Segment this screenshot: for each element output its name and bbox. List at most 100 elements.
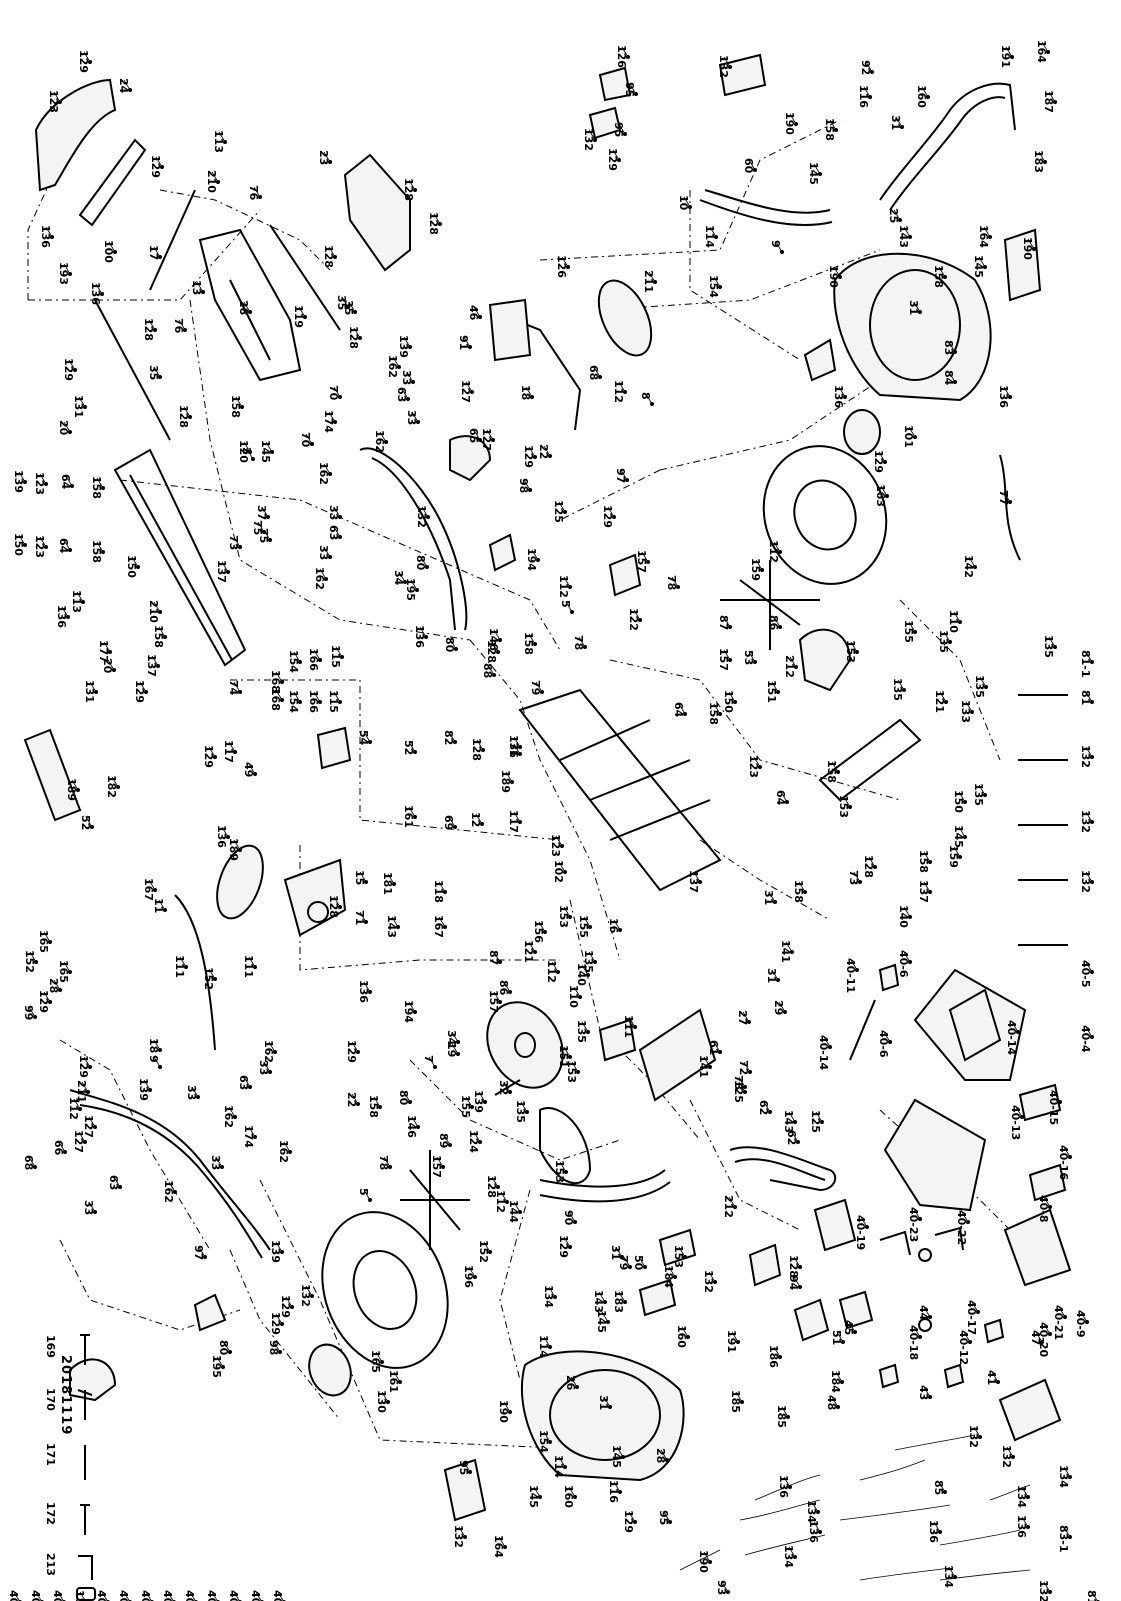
callout-145: 145 [527, 1485, 542, 1508]
part-40-14-a [918, 1248, 932, 1262]
callout-166: 166 [307, 648, 322, 671]
callout-136: 136 [777, 1475, 792, 1498]
callout-112: 112 [557, 575, 572, 598]
part-number-label: 31 [889, 115, 902, 130]
part-flywheel-86-inner [793, 479, 857, 551]
wire-43 [939, 1529, 1021, 1546]
callout-139: 139 [12, 470, 27, 493]
part-number-label: 189 [499, 770, 512, 793]
callout-dot [94, 690, 98, 694]
part-number-label: 33 [209, 1155, 222, 1170]
callout-143: 143 [782, 1110, 797, 1133]
callout-153: 153 [553, 1160, 568, 1183]
callout-dot [248, 1085, 252, 1089]
callout-dot [902, 688, 906, 692]
part-number-label: 31 [907, 300, 920, 315]
callout-146: 146 [405, 1115, 420, 1138]
part-number-label: 40-14 [817, 1035, 830, 1071]
callout-dot [533, 950, 537, 954]
callout-dot [790, 950, 794, 954]
part-number-label: 152 [477, 1240, 490, 1263]
part-number-label: 157 [635, 550, 648, 573]
callout-dot [928, 1315, 932, 1319]
callout-dot [364, 880, 368, 884]
callout-33: 33 [209, 1155, 224, 1170]
callout-dot [68, 430, 72, 434]
callout-51: 51 [830, 1330, 845, 1345]
callout-136: 136 [89, 282, 104, 305]
part-number-label: 125 [552, 500, 565, 523]
callout-81-1: 81-1 [1079, 650, 1094, 678]
callout-132: 132 [702, 1270, 717, 1293]
callout-dot [623, 1300, 627, 1304]
part-number-label: 190 [827, 265, 840, 288]
callout-126: 126 [615, 45, 630, 68]
callout-34: 34 [392, 570, 407, 586]
callout-dot [548, 1440, 552, 1444]
callout-40-17: 40-17 [965, 1300, 980, 1335]
callout-dot [796, 1140, 800, 1144]
part-number-label: 51 [830, 1330, 843, 1345]
callout-dot [593, 960, 597, 964]
part-number-label: 135 [582, 950, 595, 973]
part-number-label: 102 [552, 860, 565, 883]
callout-150: 150 [952, 790, 967, 813]
callout-dot [683, 712, 687, 716]
callout-dot [398, 1380, 402, 1384]
callout-134: 134 [1015, 1485, 1030, 1508]
callout-dot [778, 550, 782, 554]
part-number-label: 123 [33, 535, 46, 558]
callout-dot [518, 752, 522, 756]
callout-dot [1068, 1475, 1072, 1479]
part-number-label: 194 [525, 548, 538, 571]
callout-dot [603, 1300, 607, 1304]
part-number-label: 133 [959, 700, 972, 723]
part-number-label: 63 [395, 387, 408, 402]
part-number-label: 110 [567, 985, 580, 1008]
callout-dot [548, 1345, 552, 1349]
callout-40-6: 40-6 [877, 1030, 892, 1058]
part-bracket-94 [598, 1018, 637, 1062]
callout-27: 27 [736, 1010, 751, 1025]
callout-dot [818, 172, 822, 176]
part-number-label: 127 [480, 428, 493, 451]
callout-dot [433, 1065, 437, 1069]
callout-70: 70 [299, 432, 314, 448]
part-number-label: 47 [1029, 1330, 1042, 1345]
callout-40-8: 40-8 [1037, 1195, 1052, 1223]
callout-129: 129 [622, 1510, 637, 1533]
callout-dot [310, 442, 314, 446]
part-number-label: 155 [459, 1095, 472, 1118]
callout-33: 33 [327, 505, 342, 520]
part-number-label: 128 [862, 855, 875, 878]
callout-dot [478, 438, 482, 442]
part-number-label: 134 [782, 1545, 795, 1568]
callout-dot [938, 1530, 942, 1534]
part-number-label: 97 [614, 468, 627, 483]
callout-54: 54 [357, 730, 372, 746]
part-40-11 [813, 1198, 857, 1252]
callout-dot [740, 1400, 744, 1404]
part-number-label: 189 [65, 778, 78, 801]
callout-dot [953, 380, 957, 384]
callout-dot [48, 940, 52, 944]
callout-116: 116 [857, 85, 872, 108]
callout-112: 112 [767, 540, 782, 563]
callout-dot [794, 122, 798, 126]
callout-dot [153, 888, 157, 892]
callout-dot [634, 92, 638, 96]
part-number-label: 40-29 [161, 1590, 174, 1601]
callout-dot [943, 275, 947, 279]
part-number-label: 182 [105, 775, 118, 798]
callout-49: 49 [242, 762, 257, 777]
callout-162: 162 [386, 355, 401, 378]
callout-dot [425, 565, 429, 569]
part-cover-82 [798, 628, 852, 692]
wire-51 [859, 1459, 926, 1481]
part-number-label: 150 [722, 690, 735, 713]
part-number-label: 159 [947, 845, 960, 868]
callout-16: 16 [607, 918, 622, 934]
callout-40-18: 40-18 [907, 1325, 922, 1360]
callout-dot [318, 700, 322, 704]
callout-123: 123 [549, 834, 564, 857]
